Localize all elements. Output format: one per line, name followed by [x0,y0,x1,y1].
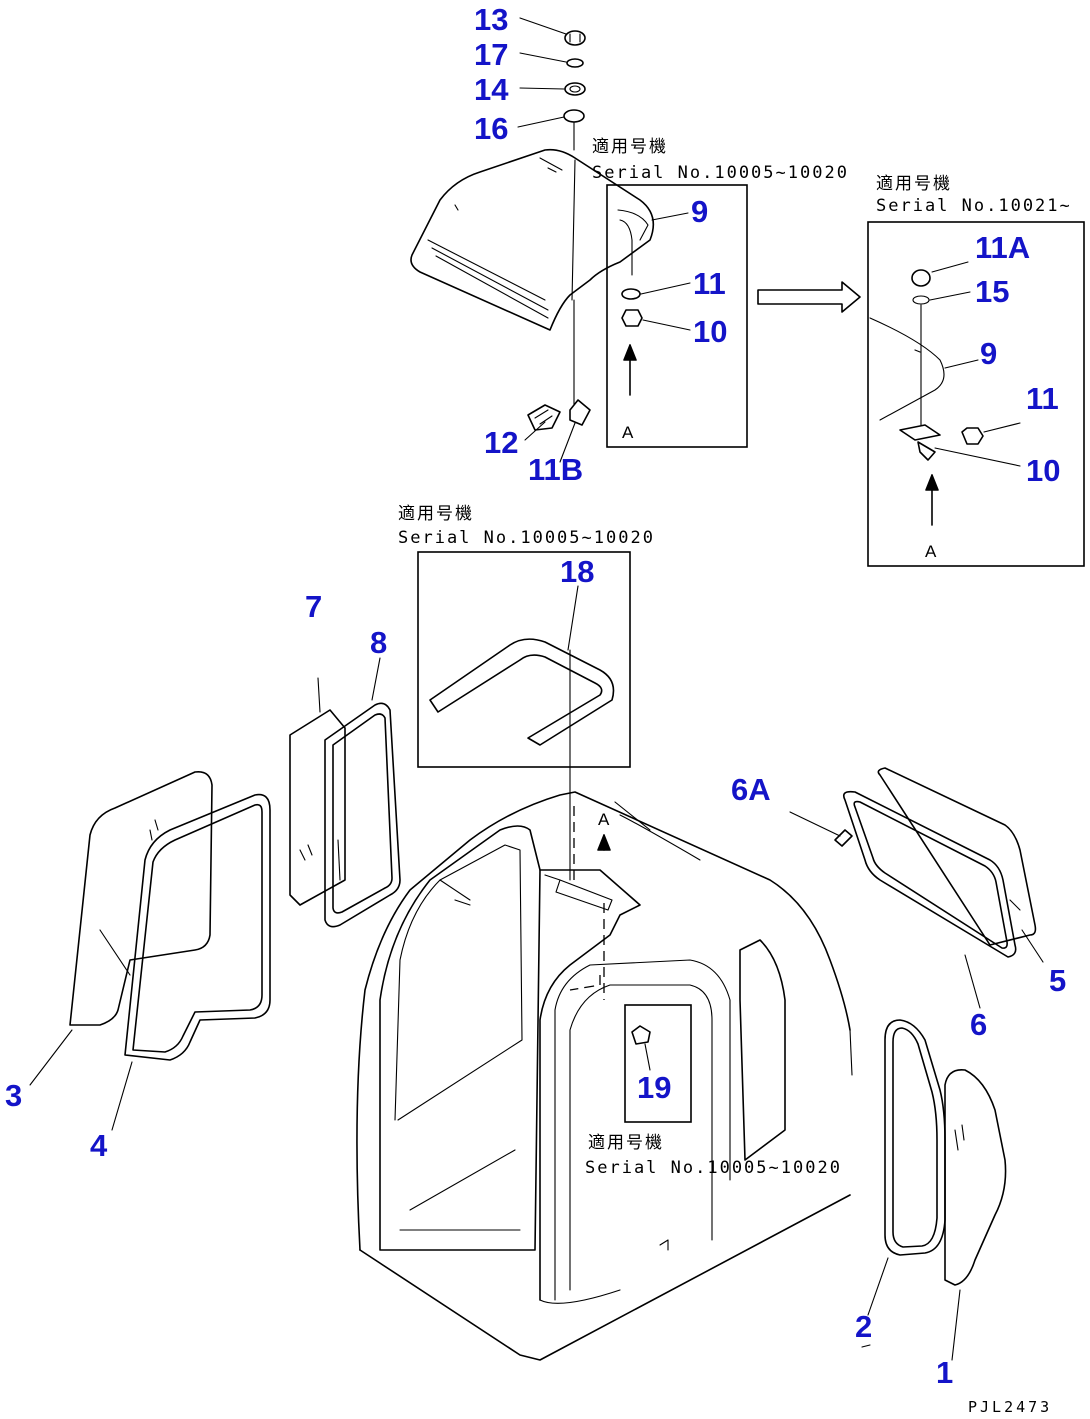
inset-box-later-serial: A [867,221,1085,567]
view-ref-a-2: A [925,542,937,561]
note-top-right-line1: 適用号機 [876,174,952,194]
drawing-code: PJL2473 [968,1398,1052,1416]
part-label-11b: 11 [1026,381,1059,416]
part-label-3: 3 [5,1078,22,1113]
window-seal-4 [124,793,271,1061]
part-label-19: 19 [637,1070,671,1105]
part-label-18: 18 [560,554,594,589]
roof-cover [410,148,655,331]
part-label-14: 13 [474,2,508,37]
part-label-9a: 9 [691,194,708,229]
part-label-4: 4 [90,1128,108,1163]
part-label-1: 1 [936,1355,953,1390]
note-top-right-line2: Serial No.10021~ [876,196,1072,216]
cab-frame: A [356,791,853,1361]
part-label-10a: 10 [693,314,727,349]
part-label-11a: 11 [693,266,726,301]
view-ref-a-3: A [598,810,610,829]
window-glass-7 [289,709,346,906]
note-top-left-line1: 適用号機 [592,137,668,157]
part-label-11B: 15 [975,274,1009,309]
note-middle-line1: 適用号機 [398,504,474,524]
part-label-8: 8 [370,625,387,660]
view-ref-a: A [622,423,634,442]
part-label-7: 7 [305,589,322,624]
part-label-11A: 11A [975,230,1030,265]
note-bottom-line2: Serial No.10005~10020 [585,1158,842,1178]
part-label-12: 11B [528,452,583,487]
inset-box-bracket [624,1004,692,1123]
part-label-13: 12 [484,425,518,460]
window-seal-2 [884,1019,946,1256]
inset-box-early-serial: A [606,184,748,448]
window-glass-1 [944,1068,1007,1286]
part-label-2: 2 [855,1309,872,1344]
hardware-stack [527,30,591,431]
inset-box-roof-rail [417,551,631,768]
part-label-5: 5 [1049,963,1066,998]
part-label-6: 6 [970,1007,987,1042]
window-glass-5 [877,767,1037,946]
note-top-left-line2: Serial No.10005~10020 [592,163,849,183]
leader-lines [29,17,1044,1361]
part-label-6A: 6A [731,772,771,807]
window-seal-8 [324,702,401,928]
part-labels: 13 17 14 16 9 11 10 12 11B 11A 15 9 11 1… [5,2,1066,1390]
serial-notes: 適用号機 Serial No.10005~10020 適用号機 Serial N… [398,137,1072,1178]
part-label-9b: 9 [980,336,997,371]
part-label-10b: 10 [1026,453,1060,488]
part-label-15: 14 [474,72,509,107]
arrow-to-later-serial [757,281,861,313]
note-middle-line2: Serial No.10005~10020 [398,528,655,548]
note-bottom-line1: 適用号機 [588,1133,664,1153]
window-seal-6 [834,790,1017,958]
part-label-16: 16 [474,111,508,146]
part-label-17: 17 [474,37,508,72]
window-glass-3 [69,770,213,1026]
